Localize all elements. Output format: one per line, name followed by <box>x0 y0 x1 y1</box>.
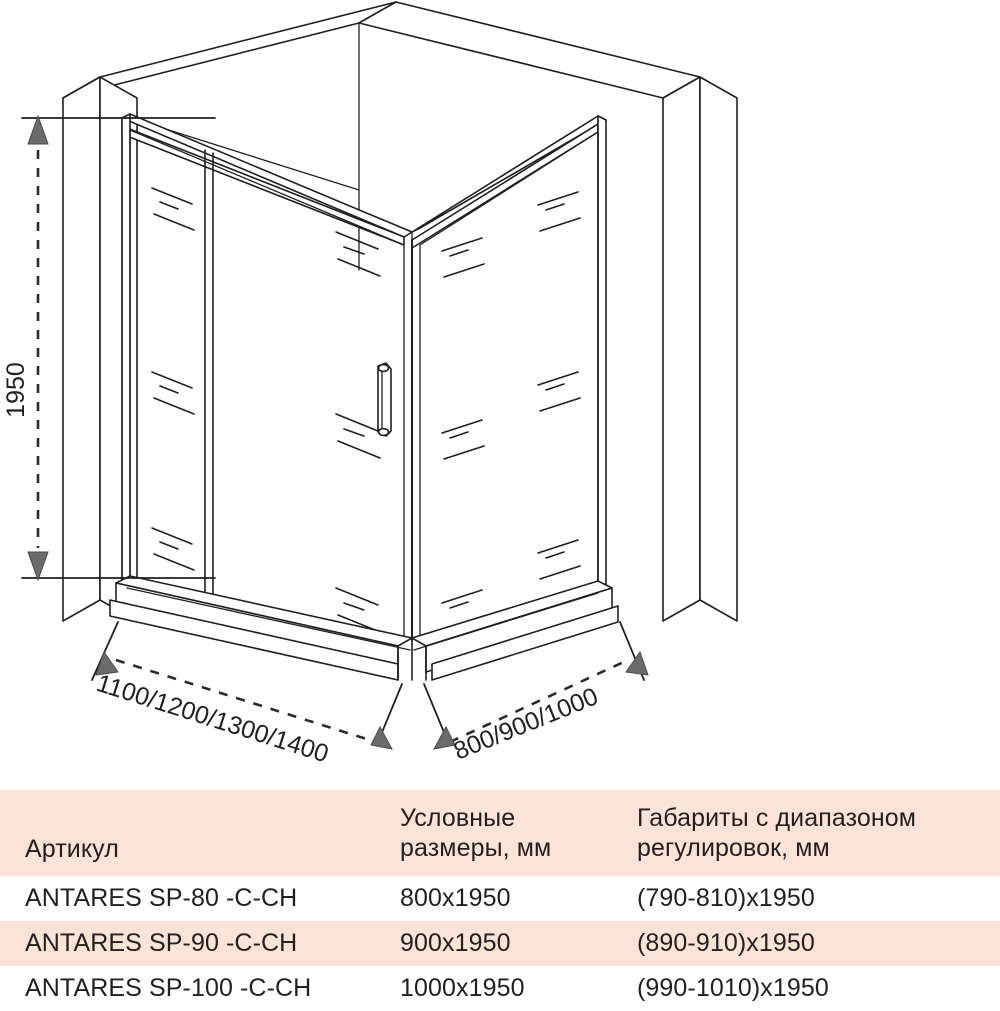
shower-tray <box>109 575 619 681</box>
table-row: ANTARES SP-100 -C-CH 1000x1950 (990-1010… <box>0 966 1000 1011</box>
profile-right <box>597 115 607 597</box>
column-header-adjust-line2: регулировок, мм <box>637 834 830 862</box>
column-header-nominal-line2: размеры, мм <box>400 834 552 862</box>
top-rail-front <box>121 113 413 246</box>
column-header-nominal-size: Условные размеры, мм <box>375 790 612 876</box>
cell-nominal: 1000x1950 <box>375 966 612 1011</box>
dimension-height-label: 1950 <box>2 362 30 418</box>
panel-divider <box>204 149 214 608</box>
glass-reflection-mark <box>151 187 581 633</box>
dimension-height: 1950 <box>2 114 216 582</box>
profile-left <box>121 113 131 595</box>
table-row: ANTARES SP-80 -C-CH 800x1950 (790-810)x1… <box>0 876 1000 921</box>
cell-article: ANTARES SP-80 -C-CH <box>0 876 375 921</box>
dimension-width-side-label: 800/900/1000 <box>450 682 602 765</box>
wall-panel-right <box>662 76 738 622</box>
column-header-article: Артикул <box>0 790 375 876</box>
cell-adjust: (790-810)x1950 <box>612 876 1000 921</box>
glass-panel-side <box>419 131 599 641</box>
table-header: Артикул Условные размеры, мм Габариты с … <box>0 790 1000 876</box>
column-header-nominal-line1: Условные <box>400 803 516 832</box>
isometric-drawing-svg: .ln{fill:none;stroke:#231f20;stroke-widt… <box>2 1 738 768</box>
column-header-adjust-line1: Габариты с диапазоном <box>637 803 917 832</box>
shower-enclosure-drawing: .ln{fill:none;stroke:#231f20;stroke-widt… <box>2 1 738 768</box>
cell-adjust: (990-1010)x1950 <box>612 966 1000 1011</box>
cell-nominal: 900x1950 <box>375 921 612 966</box>
cell-nominal: 800x1950 <box>375 876 612 921</box>
specification-table: Артикул Условные размеры, мм Габариты с … <box>0 790 1000 1011</box>
door-handle-icon[interactable] <box>377 362 392 437</box>
column-header-adjust-range: Габариты с диапазоном регулировок, мм <box>612 790 1000 876</box>
table-row: ANTARES SP-90 -C-CH 900x1950 (890-910)x1… <box>0 921 1000 966</box>
cell-adjust: (890-910)x1950 <box>612 921 1000 966</box>
dimension-width-front-label: 1100/1200/1300/1400 <box>93 669 332 768</box>
table-body: ANTARES SP-80 -C-CH 800x1950 (790-810)x1… <box>0 876 1000 1011</box>
wall-panel-left <box>62 1 701 622</box>
table-header-row: Артикул Условные размеры, мм Габариты с … <box>0 790 1000 876</box>
cell-article: ANTARES SP-100 -C-CH <box>0 966 375 1011</box>
top-rail-side <box>411 115 607 249</box>
cell-article: ANTARES SP-90 -C-CH <box>0 921 375 966</box>
